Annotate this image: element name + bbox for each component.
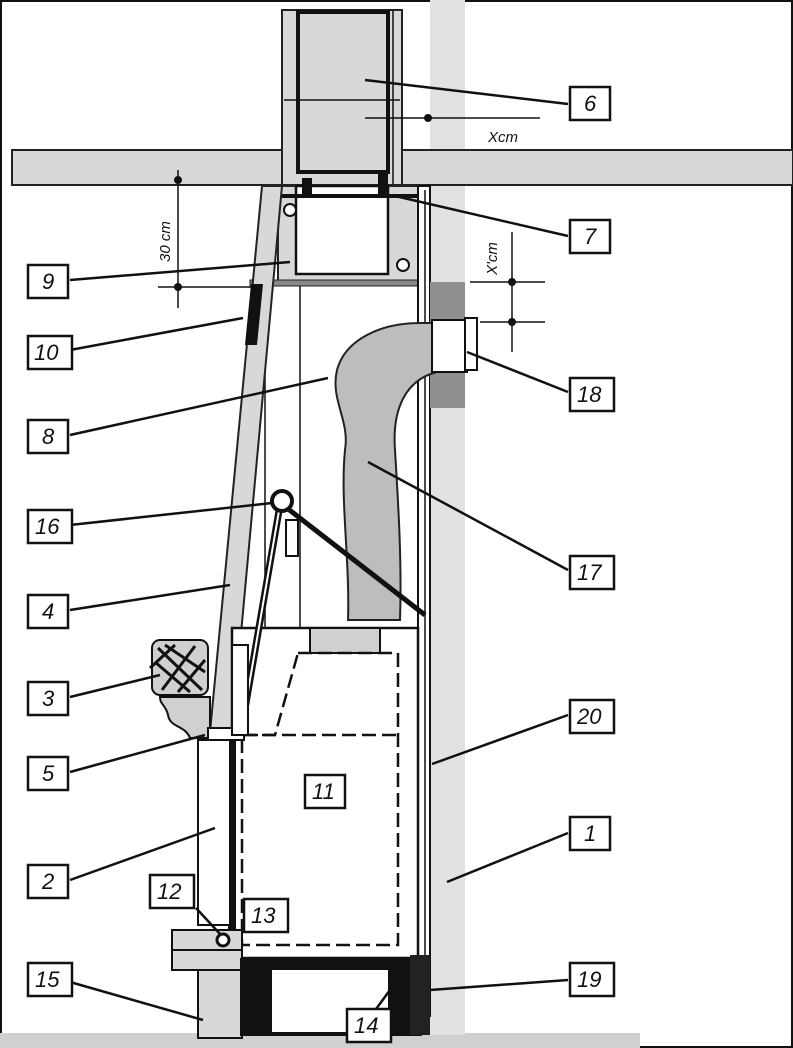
lintel-upright: [231, 644, 249, 736]
callout-3-label: 3: [42, 686, 55, 711]
callout-6-label: 6: [584, 91, 597, 116]
callout-7: 7: [568, 218, 612, 255]
callout-6: 6: [568, 85, 612, 122]
dimension-30cm-label: 30 cm: [157, 221, 174, 262]
dimension-xcm: Xcm: [365, 114, 540, 146]
chimney-flue: [281, 9, 403, 186]
callout-4: 4: [26, 593, 70, 630]
callout-10-label: 10: [34, 340, 59, 365]
callout-19-label: 19: [577, 967, 601, 992]
callout-9: 9: [26, 263, 70, 300]
floor-slab: [0, 1033, 640, 1048]
callout-11: 11: [303, 773, 347, 810]
callout-14: 14: [345, 1007, 393, 1044]
callout-10: 10: [26, 334, 74, 371]
callout-9-label: 9: [42, 269, 54, 294]
dimension-x-prime-cm-label: X'cm: [484, 242, 501, 276]
callout-18-label: 18: [577, 382, 602, 407]
ash-pan-knob: [215, 932, 231, 948]
base-support: [197, 969, 243, 1039]
callout-3: 3: [26, 680, 70, 717]
hood-right-wall: [417, 185, 431, 1017]
callout-5: 5: [26, 755, 70, 792]
callout-5-label: 5: [42, 761, 55, 786]
callout-1-label: 1: [584, 821, 596, 846]
grille-outlet-cap: [464, 317, 478, 371]
callout-8: 8: [26, 418, 70, 455]
callout-18: 18: [568, 376, 616, 413]
callout-12-label: 12: [157, 879, 181, 904]
callout-14-label: 14: [354, 1013, 378, 1038]
callout-15-label: 15: [35, 967, 60, 992]
callout-16: 16: [26, 508, 74, 545]
grille-outlet: [431, 319, 468, 373]
decompression-chamber: [249, 172, 431, 287]
callout-2: 2: [26, 863, 70, 900]
callout-17: 17: [568, 554, 616, 591]
dimension-30cm: 30 cm: [157, 170, 262, 308]
callout-4-label: 4: [42, 599, 54, 624]
callout-13-label: 13: [251, 903, 276, 928]
callout-1: 1: [568, 815, 612, 852]
insulation-band: [245, 284, 263, 345]
dimension-x-prime-cm: X'cm: [470, 232, 545, 352]
callout-16-label: 16: [35, 514, 60, 539]
callout-7-label: 7: [584, 224, 597, 249]
callout-15: 15: [26, 961, 74, 998]
callout-2-label: 2: [41, 869, 54, 894]
callout-20-label: 20: [576, 704, 602, 729]
base-blocks: [240, 955, 430, 1036]
callout-11-label: 11: [312, 779, 335, 804]
callout-20: 20: [568, 698, 616, 735]
dimension-xcm-label: Xcm: [487, 129, 518, 146]
leader-lines: [69, 78, 569, 1022]
callout-13: 13: [242, 897, 290, 934]
callout-12: 12: [148, 873, 196, 910]
callout-19: 19: [568, 961, 616, 998]
callout-8-label: 8: [42, 424, 55, 449]
callout-17-label: 17: [577, 560, 602, 585]
cornice-moulding: [148, 639, 211, 739]
